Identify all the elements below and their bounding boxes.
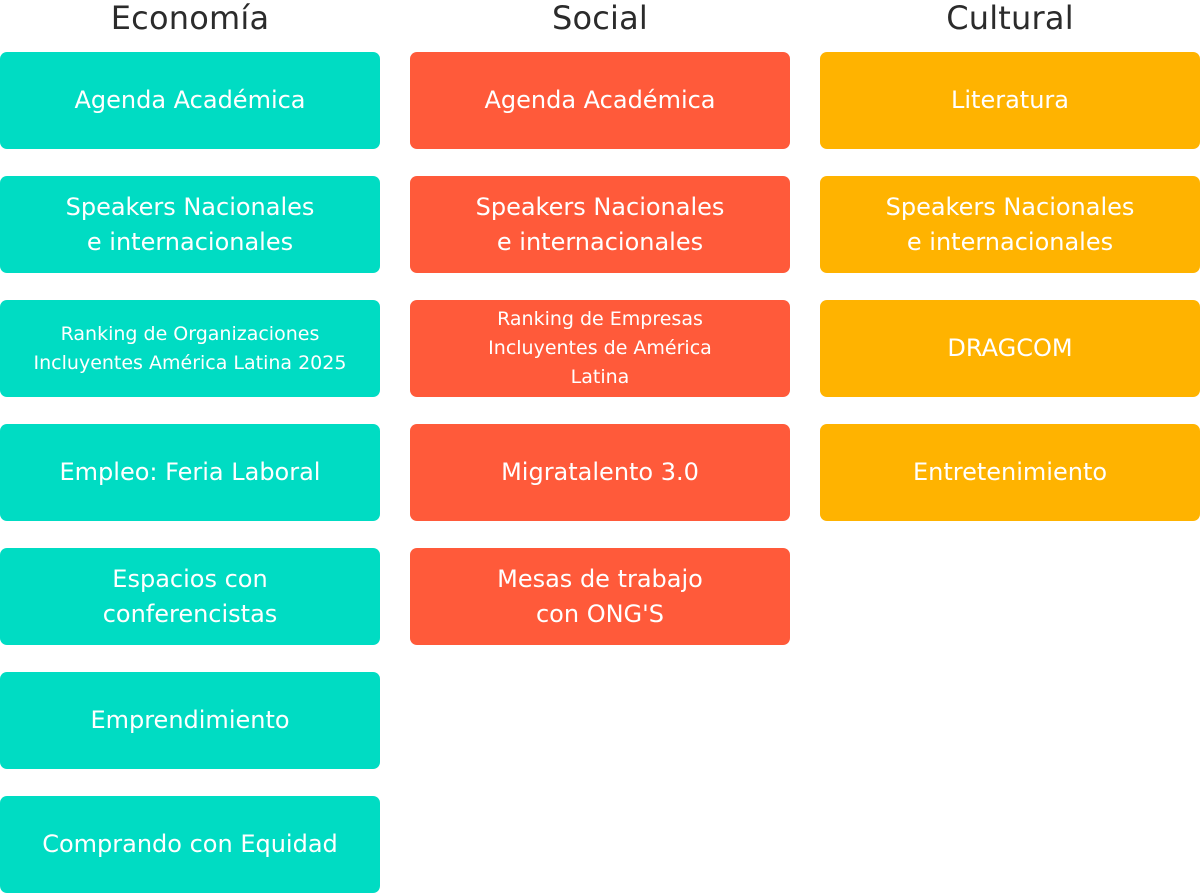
card-espacios-conferencistas[interactable]: Espacios con conferencistas bbox=[0, 548, 380, 645]
column-title-social: Social bbox=[551, 0, 649, 37]
card-migratalento[interactable]: Migratalento 3.0 bbox=[410, 424, 790, 521]
card-label: Emprendimiento bbox=[90, 706, 290, 734]
card-label: Mesas de trabajo con ONG'S bbox=[497, 564, 703, 628]
card-label: Espacios con conferencistas bbox=[102, 564, 278, 628]
card-label: Literatura bbox=[951, 86, 1069, 114]
column-title-cultural: Cultural bbox=[946, 0, 1074, 37]
card-label: Speakers Nacionales e internacionales bbox=[885, 192, 1135, 256]
card-entretenimiento[interactable]: Entretenimiento bbox=[820, 424, 1200, 521]
card-label: Speakers Nacionales e internacionales bbox=[475, 192, 725, 256]
card-label: Ranking de Empresas Incluyentes de Améri… bbox=[488, 308, 712, 388]
card-speakers-economia[interactable]: Speakers Nacionales e internacionales bbox=[0, 176, 380, 273]
card-ranking-organizaciones[interactable]: Ranking de Organizaciones Incluyentes Am… bbox=[0, 300, 380, 397]
card-speakers-social[interactable]: Speakers Nacionales e internacionales bbox=[410, 176, 790, 273]
card-label: Entretenimiento bbox=[912, 458, 1108, 486]
card-agenda-academica-economia[interactable]: Agenda Académica bbox=[0, 52, 380, 149]
card-label: Empleo: Feria Laboral bbox=[59, 458, 321, 486]
card-speakers-cultural[interactable]: Speakers Nacionales e internacionales bbox=[820, 176, 1200, 273]
card-comprando-con-equidad[interactable]: Comprando con Equidad bbox=[0, 796, 380, 893]
column-title-economia: Economía bbox=[110, 0, 270, 37]
card-dragcom[interactable]: DRAGCOM bbox=[820, 300, 1200, 397]
card-label: Ranking de Organizaciones Incluyentes Am… bbox=[33, 322, 347, 374]
card-label: Agenda Académica bbox=[74, 86, 306, 114]
card-label: Comprando con Equidad bbox=[42, 830, 338, 858]
card-agenda-academica-social[interactable]: Agenda Académica bbox=[410, 52, 790, 149]
card-literatura[interactable]: Literatura bbox=[820, 52, 1200, 149]
card-empleo-feria-laboral[interactable]: Empleo: Feria Laboral bbox=[0, 424, 380, 521]
card-ranking-empresas[interactable]: Ranking de Empresas Incluyentes de Améri… bbox=[410, 300, 790, 397]
card-label: DRAGCOM bbox=[947, 334, 1073, 362]
card-emprendimiento[interactable]: Emprendimiento bbox=[0, 672, 380, 769]
card-label: Agenda Académica bbox=[484, 86, 716, 114]
card-label: Speakers Nacionales e internacionales bbox=[65, 192, 315, 256]
card-mesas-de-trabajo[interactable]: Mesas de trabajo con ONG'S bbox=[410, 548, 790, 645]
card-label: Migratalento 3.0 bbox=[501, 458, 699, 486]
